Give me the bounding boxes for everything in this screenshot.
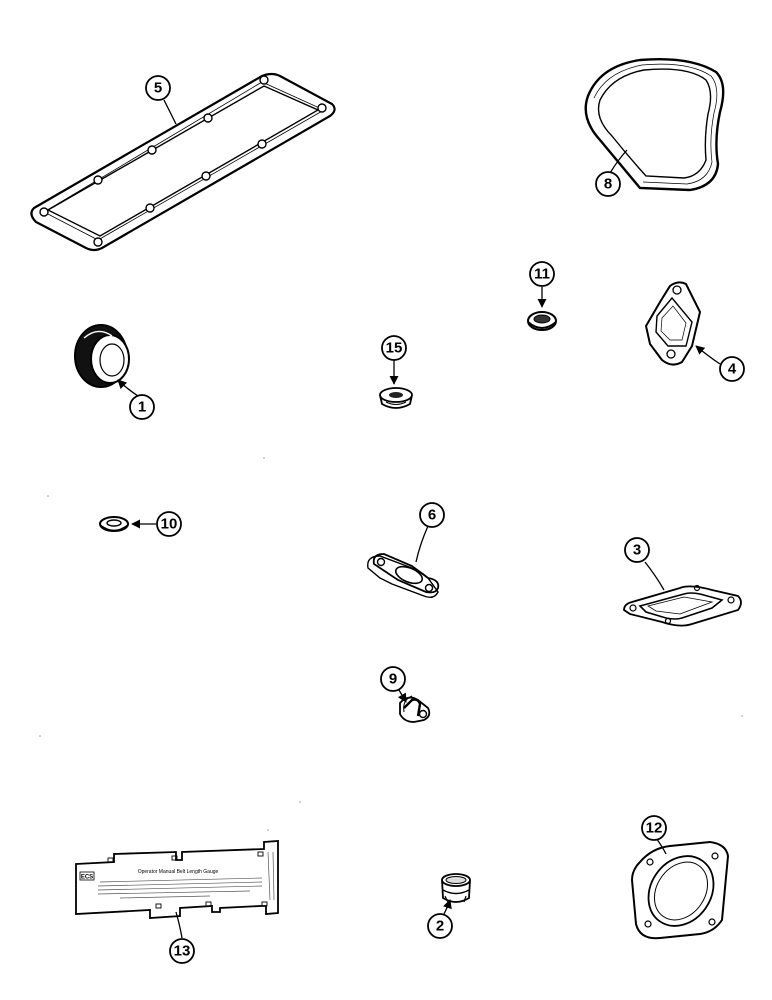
part-1-oil-seal: [74, 324, 130, 388]
leader-lines: [117, 99, 721, 939]
decal-code-box: [79, 871, 95, 881]
part-13-decal: ECS Operator Manual Belt Length Gauge: [75, 840, 279, 919]
callout-5: 5: [145, 75, 171, 101]
part-3-rectangular-gasket: [623, 584, 742, 627]
leader-8: [609, 149, 628, 174]
callout-2: 2: [427, 913, 453, 939]
svg-text:3: 3: [633, 542, 641, 559]
callout-9: 9: [380, 666, 406, 692]
part-8-rounded-gasket: [584, 58, 725, 192]
decal-title: Operator Manual Belt Length Gauge: [138, 869, 219, 875]
leader-13: [175, 911, 183, 939]
callout-10: 10: [156, 511, 182, 537]
part-6-flange-gasket: [367, 553, 440, 599]
leader-5: [163, 99, 177, 125]
callout-4: 4: [719, 356, 745, 382]
callout-13: 13: [169, 938, 195, 964]
svg-text:12: 12: [646, 820, 663, 837]
svg-text:15: 15: [386, 340, 403, 357]
svg-text:6: 6: [428, 507, 436, 524]
part-2-cup-plug: [441, 873, 471, 903]
leader-3: [644, 561, 665, 591]
callout-3: 3: [624, 537, 650, 563]
svg-text:13: 13: [174, 943, 191, 960]
svg-text:9: 9: [389, 671, 397, 688]
svg-text:4: 4: [728, 361, 737, 378]
leader-6: [415, 525, 429, 563]
decal-fine-print: [97, 851, 275, 901]
part-10-washer: [99, 516, 129, 532]
part-5-long-gasket: [30, 72, 336, 252]
svg-text:1: 1: [138, 399, 146, 416]
part-9-clamp: [399, 695, 431, 723]
svg-text:2: 2: [436, 918, 444, 935]
part-15-grommet: [379, 387, 413, 409]
callout-15: 15: [381, 335, 407, 361]
svg-text:5: 5: [154, 80, 162, 97]
leader-2: [443, 899, 452, 915]
callout-1: 1: [129, 394, 155, 420]
scan-specks: [39, 457, 743, 831]
decal-code: ECS: [81, 875, 93, 881]
callout-8: 8: [595, 171, 621, 197]
svg-text:10: 10: [161, 516, 178, 533]
svg-text:11: 11: [534, 266, 550, 283]
callout-6: 6: [419, 502, 445, 528]
svg-text:8: 8: [604, 176, 612, 193]
leader-9: [397, 689, 407, 703]
leader-4: [695, 345, 721, 365]
part-12-oval-flange-gasket: [630, 840, 730, 940]
part-11-small-seal: [527, 311, 557, 331]
callout-11: 11: [529, 261, 555, 287]
callout-12: 12: [641, 815, 667, 841]
part-4-manifold-gasket: [644, 281, 702, 366]
leader-1: [117, 379, 139, 397]
callouts: 5 8 1 11 15 4 10 6: [129, 75, 745, 964]
